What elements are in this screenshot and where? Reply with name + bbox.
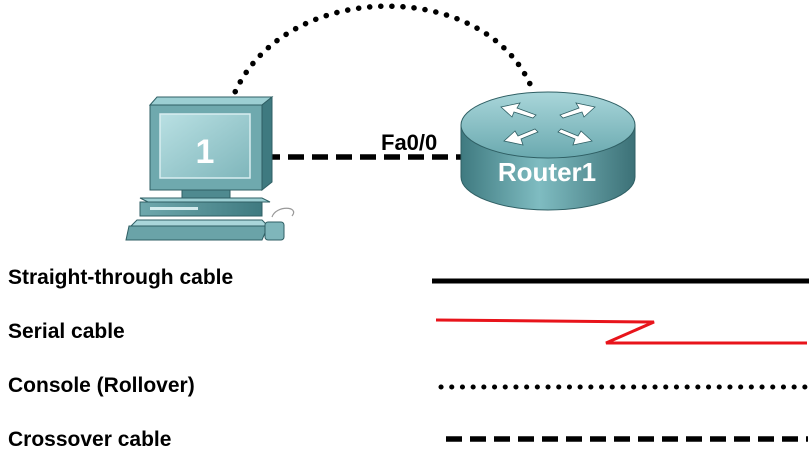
router-label: Router1 xyxy=(498,157,596,187)
pc-label: 1 xyxy=(196,133,215,171)
legend-label-straight-through: Straight-through cable xyxy=(8,266,234,289)
legend-line-serial xyxy=(435,318,807,345)
legend-label-console: Console (Rollover) xyxy=(8,374,195,397)
legend-label-serial: Serial cable xyxy=(8,320,125,343)
console-link xyxy=(228,3,533,105)
pc-workstation-icon: 1 xyxy=(125,95,295,241)
interface-label-fa0-0: Fa0/0 xyxy=(381,130,437,155)
legend-label-crossover: Crossover cable xyxy=(8,428,172,451)
router-icon: Router1 xyxy=(460,91,636,211)
